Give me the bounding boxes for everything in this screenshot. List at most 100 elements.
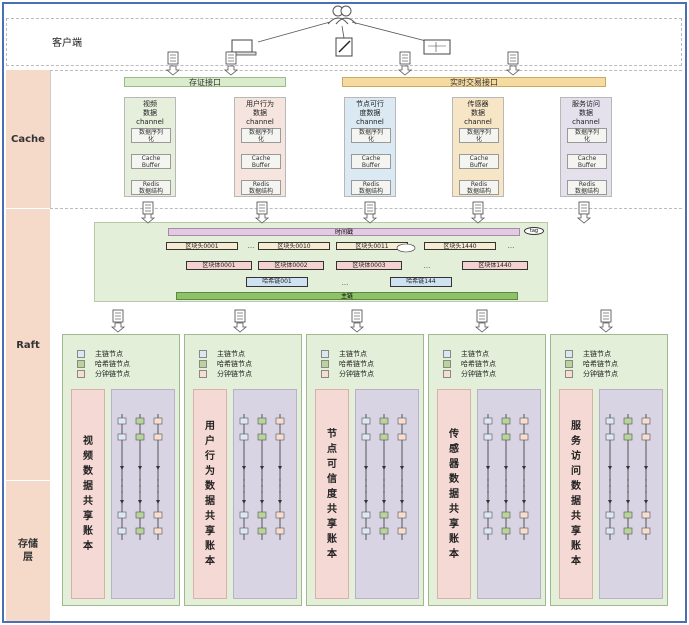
ledger-panel: 主链节点哈希链节点分钟链节点服 务 访 问 数 据 共 享 账 本 — [550, 334, 668, 606]
chain-ellipsis-dot — [383, 491, 385, 493]
ledger-name: 节 点 可 信 度 共 享 账 本 — [315, 389, 349, 599]
legend-item: 哈希链节点 — [199, 359, 252, 369]
users-icon — [340, 5, 352, 17]
chain-node — [519, 511, 529, 519]
legend-item: 哈希链节点 — [77, 359, 130, 369]
legend-label: 哈希链节点 — [461, 360, 496, 368]
ledger-name: 服 务 访 问 数 据 共 享 账 本 — [559, 389, 593, 599]
down-arrow — [232, 322, 248, 333]
chain-ellipsis-dot — [365, 479, 367, 481]
redis-structure-box: Redis 数据结构 — [131, 180, 171, 195]
chain-node — [501, 511, 511, 519]
chain-arrowhead — [138, 466, 142, 470]
legend-label: 哈希链节点 — [583, 360, 618, 368]
legend-item: 哈希链节点 — [443, 359, 496, 369]
legend-label: 主链节点 — [217, 350, 245, 358]
chain-ellipsis-dot — [645, 485, 647, 487]
legend-swatch — [565, 350, 573, 358]
chain-ellipsis-dot — [365, 491, 367, 493]
legend-swatch — [77, 370, 85, 378]
chain-node — [257, 527, 267, 535]
chain-node — [397, 417, 407, 425]
chain-node — [117, 433, 127, 441]
ellipsis: ... — [247, 242, 255, 250]
legend-item: 分钟链节点 — [199, 369, 252, 379]
chain-node — [379, 527, 389, 535]
redis-structure-box: Redis 数据结构 — [567, 180, 607, 195]
chain-node — [605, 417, 615, 425]
chain-arrowhead — [242, 500, 246, 504]
tag-oval: tag — [524, 227, 544, 235]
legend-label: 哈希链节点 — [217, 360, 252, 368]
tag-ellipse — [396, 243, 416, 253]
chain-node — [397, 527, 407, 535]
channel-title: 服务访问 数据 channel — [572, 100, 600, 126]
chain-arrowhead — [260, 466, 264, 470]
chain-node — [239, 527, 249, 535]
channel-title: 用户行为 数据 channel — [246, 100, 274, 126]
legend-swatch — [321, 360, 329, 368]
legend-label: 哈希链节点 — [339, 360, 374, 368]
chain-arrowhead — [522, 466, 526, 470]
legend-label: 分钟链节点 — [95, 370, 130, 378]
chain-node — [135, 417, 145, 425]
redis-structure-box: Redis 数据结构 — [459, 180, 499, 195]
chain-ellipsis-dot — [383, 479, 385, 481]
chain-ellipsis-dot — [279, 479, 281, 481]
cache-buffer-box: Cache Buffer — [459, 154, 499, 169]
chain-ellipsis-dot — [487, 479, 489, 481]
pos-terminal-icon — [423, 39, 451, 55]
block-header: 区块头0010 — [258, 242, 330, 250]
down-arrow — [397, 65, 413, 76]
down-arrow — [598, 322, 614, 333]
channel-title: 传感器 数据 channel — [464, 100, 492, 126]
chain-node — [117, 417, 127, 425]
down-arrow — [349, 322, 365, 333]
lane-divider — [50, 70, 682, 71]
chain-ellipsis-dot — [505, 485, 507, 487]
chain-node — [361, 417, 371, 425]
chain-ellipsis-dot — [365, 485, 367, 487]
ellipsis: ... — [507, 242, 515, 250]
chain-node — [135, 433, 145, 441]
chain-node — [135, 527, 145, 535]
ledger-name: 传 感 器 数 据 共 享 账 本 — [437, 389, 471, 599]
down-arrow — [576, 213, 592, 224]
chain-node — [153, 417, 163, 425]
client-label: 客户端 — [52, 38, 82, 49]
chain-ellipsis-dot — [401, 485, 403, 487]
legend-item: 哈希链节点 — [321, 359, 374, 369]
chain-node — [257, 417, 267, 425]
chain-node — [153, 511, 163, 519]
chain-ellipsis-dot — [383, 485, 385, 487]
storage-lane-label: 存储 层 — [6, 480, 50, 621]
legend-label: 主链节点 — [583, 350, 611, 358]
chain-node — [483, 527, 493, 535]
chain-arrowhead — [364, 466, 368, 470]
chain-ellipsis-dot — [139, 479, 141, 481]
block-body: 区块体1440 — [462, 261, 528, 270]
down-arrow — [362, 213, 378, 224]
chain-node — [397, 511, 407, 519]
connector-line — [341, 25, 345, 39]
ellipsis: ... — [341, 279, 349, 287]
chain-ellipsis-dot — [505, 491, 507, 493]
server-icon — [476, 309, 488, 323]
chain-node — [519, 527, 529, 535]
chain-ellipsis-dot — [523, 491, 525, 493]
chain-arrowhead — [400, 500, 404, 504]
legend-swatch — [199, 360, 207, 368]
chain-arrowhead — [486, 466, 490, 470]
chain-node — [483, 511, 493, 519]
server-icon — [507, 51, 519, 65]
legend-item: 主链节点 — [77, 349, 123, 359]
block-body: 区块体0003 — [336, 261, 402, 270]
chain-arrowhead — [400, 466, 404, 470]
cache-buffer-box: Cache Buffer — [351, 154, 391, 169]
serialize-box: 数据序列 化 — [567, 128, 607, 143]
chain-arrowhead — [382, 500, 386, 504]
